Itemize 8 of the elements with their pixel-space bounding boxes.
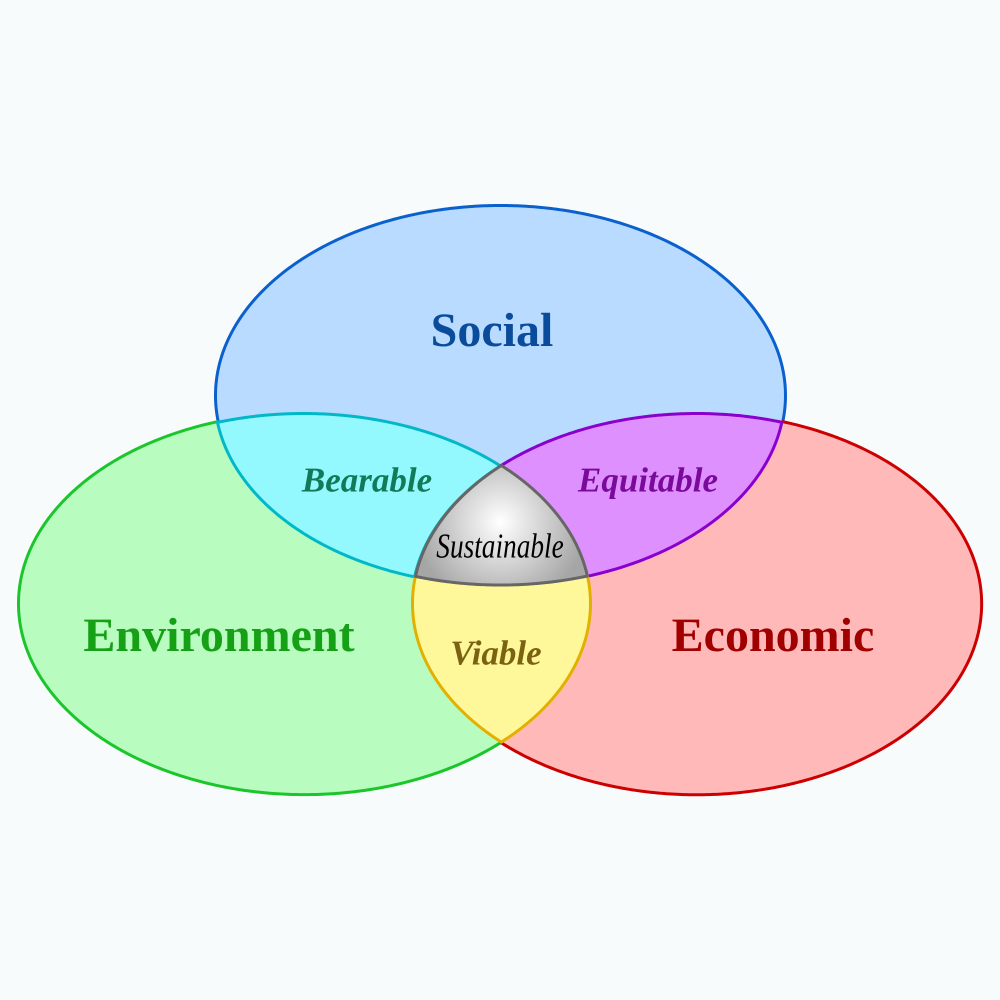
set-label: Social — [430, 306, 554, 355]
overlap-label: Equitable — [578, 462, 718, 498]
overlap-region — [410, 574, 592, 744]
set-label: Economic — [672, 612, 874, 660]
overlap-label: Bearable — [302, 462, 432, 498]
set-label: Environment — [83, 612, 355, 660]
overlap-label: Viable — [450, 635, 542, 670]
center-label: Sustainable — [436, 528, 564, 564]
